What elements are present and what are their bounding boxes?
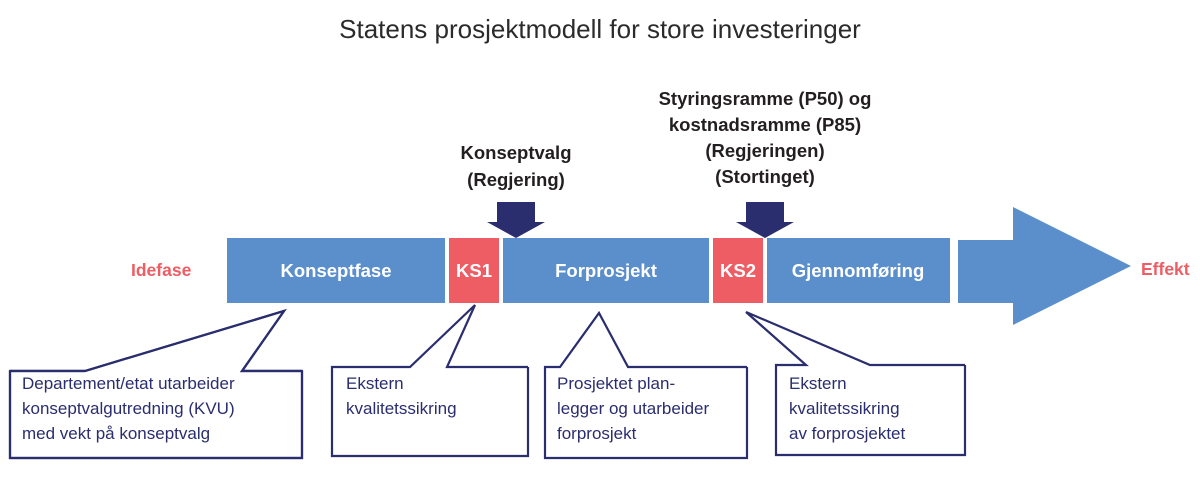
decision-styringsramme-line-1: Styringsramme (P50) og	[659, 88, 872, 109]
stage-block-ks2[interactable]: KS2	[713, 238, 763, 303]
decision-konseptvalg-line-1: Konseptvalg	[460, 142, 571, 163]
stage-rect-forprosjekt	[503, 238, 709, 303]
callout-forprosjekt[interactable]: Prosjektet plan- legger og utarbeider fo…	[543, 310, 749, 460]
callout-border-forprosjekt	[543, 310, 749, 460]
decision-konseptvalg-line-2: (Regjering)	[467, 169, 565, 190]
stage-label-gjennomforing: Gjennomføring	[792, 260, 925, 281]
decision-styringsramme-line-4: (Stortinget)	[715, 166, 815, 187]
callout-ks2-line-3: av forprosjektet	[789, 424, 905, 443]
stage-label-forprosjekt: Forprosjekt	[555, 260, 657, 281]
callout-konseptfase-line-1: Departement/etat utarbeider	[22, 374, 235, 393]
gate-label-ks1: KS1	[456, 260, 492, 281]
stage-block-gjennomforing[interactable]: Gjennomføring	[767, 238, 950, 303]
page-title: Statens prosjektmodell for store investe…	[339, 14, 861, 44]
callout-forprosjekt-line-1: Prosjektet plan-	[557, 374, 675, 393]
callout-fill-forprosjekt	[545, 313, 747, 458]
callout-ks1-line-2: kvalitetssikring	[346, 399, 457, 418]
decision-styringsramme-line-2: kostnadsramme (P85)	[669, 114, 861, 135]
stage-rect-gjennomforing	[767, 238, 950, 303]
gate-rect-ks2	[713, 238, 763, 303]
decision-konseptvalg: Konseptvalg (Regjering)	[460, 142, 572, 238]
decision-styringsramme: Styringsramme (P50) og kostnadsramme (P8…	[659, 88, 872, 238]
callout-konseptfase-line-3: med vekt på konseptvalg	[22, 424, 210, 443]
end-label-effekt: Effekt	[1141, 259, 1190, 279]
callout-border-ks1	[330, 304, 530, 458]
callout-border-konseptfase	[8, 371, 304, 460]
stage-block-konseptfase[interactable]: Konseptfase	[227, 238, 445, 303]
start-label-idefase: Idefase	[131, 260, 192, 280]
callout-konseptfase-line-2: konseptvalgutredning (KVU)	[22, 399, 235, 418]
process-bar: Konseptfase KS1 Forprosjekt KS2 Gjennomf…	[227, 207, 1131, 325]
right-arrow-icon	[958, 207, 1131, 325]
stage-block-forprosjekt[interactable]: Forprosjekt	[503, 238, 709, 303]
callout-ks2-line-2: kvalitetssikring	[789, 399, 900, 418]
callout-forprosjekt-line-3: forprosjekt	[557, 424, 637, 443]
callout-ks2[interactable]: Ekstern kvalitetssikring av forprosjekte…	[745, 310, 967, 457]
callout-ks1-line-1: Ekstern	[346, 374, 404, 393]
callout-tail-line-konseptfase	[10, 309, 302, 373]
gate-rect-ks1	[449, 238, 499, 303]
callout-forprosjekt-line-2: legger og utarbeider	[557, 399, 710, 418]
callout-fill-ks2	[746, 312, 965, 455]
callout-konseptfase[interactable]: Departement/etat utarbeider konseptvalgu…	[8, 309, 304, 460]
stage-label-konseptfase: Konseptfase	[280, 260, 391, 281]
callout-border-ks2	[745, 310, 967, 457]
down-arrow-icon-konseptvalg	[487, 202, 545, 238]
callout-ks1[interactable]: Ekstern kvalitetssikring	[330, 304, 530, 458]
callout-fill-ks1	[332, 305, 528, 456]
down-arrow-icon-styringsramme	[736, 202, 794, 238]
stage-block-ks1[interactable]: KS1	[449, 238, 499, 303]
callout-ks2-line-1: Ekstern	[789, 374, 847, 393]
decision-styringsramme-line-3: (Regjeringen)	[705, 140, 824, 161]
stage-rect-konseptfase	[227, 238, 445, 303]
gate-label-ks2: KS2	[720, 260, 756, 281]
